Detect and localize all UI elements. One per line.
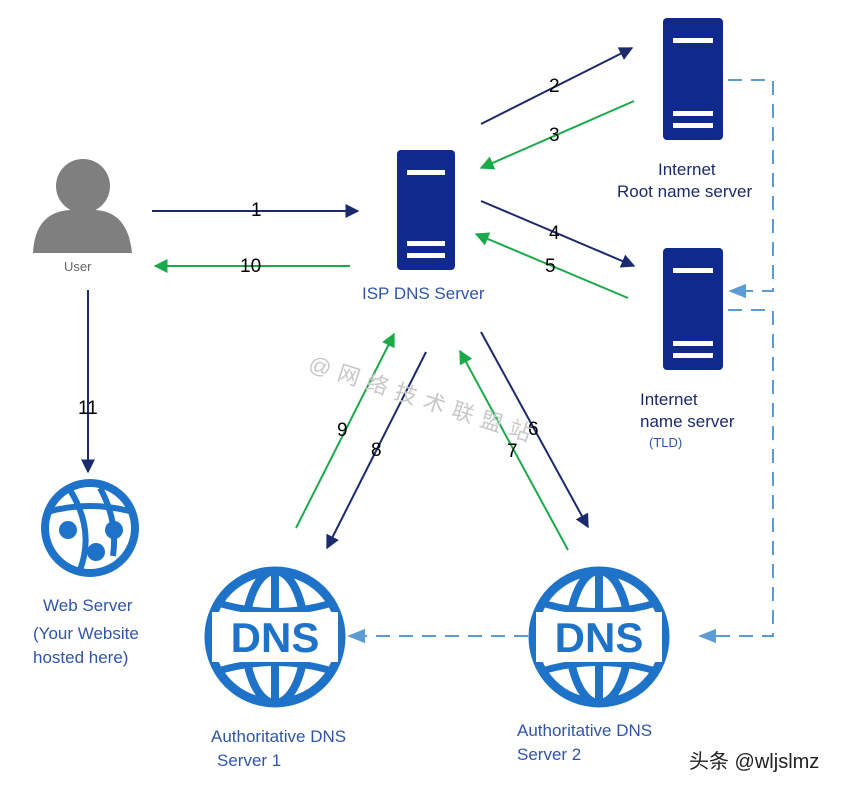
root-to-tld-dashed — [728, 79, 774, 299]
arrow-6 — [480, 331, 589, 529]
referral-lines — [347, 79, 774, 644]
web-server-label-line1: Web Server — [43, 596, 133, 615]
tld-to-auth2-dashed — [698, 309, 774, 644]
isp-server-icon — [397, 150, 455, 270]
user-label: User — [64, 259, 92, 274]
root-server-icon — [663, 18, 723, 140]
web-server-globe-icon — [41, 479, 139, 577]
arrow-9 — [295, 332, 395, 529]
dns-globe-1-text: DNS — [231, 614, 320, 661]
step-label-4: 4 — [549, 223, 560, 244]
step-label-11: 11 — [78, 398, 98, 419]
root-server-label-line2: Root name server — [617, 182, 753, 201]
isp-server-label: ISP DNS Server — [362, 284, 485, 303]
arrow-2 — [480, 47, 634, 125]
arrow-5 — [474, 232, 629, 299]
dns-globe-icon-1: DNS — [204, 566, 346, 708]
credit-text: 头条 @wljslmz — [689, 751, 820, 773]
step-label-9: 9 — [337, 420, 348, 441]
step-label-2: 2 — [549, 76, 560, 97]
request-arrows — [81, 47, 636, 550]
step-label-7: 7 — [507, 441, 518, 462]
tld-server-label-line3: (TLD) — [649, 435, 683, 450]
step-label-5: 5 — [545, 256, 556, 277]
tld-server-label-line1: Internet — [640, 390, 698, 409]
arrow-8 — [326, 351, 427, 550]
auth2-label-line1: Authoritative DNS — [517, 721, 653, 740]
tld-server-label-line2: name server — [640, 412, 735, 431]
response-arrows — [153, 100, 635, 551]
dns-globe-2-text: DNS — [555, 614, 644, 661]
user-icon — [33, 159, 132, 253]
step-label-10: 10 — [240, 256, 262, 277]
step-label-6: 6 — [528, 419, 539, 440]
web-server-label-line2: (Your Website — [33, 624, 139, 643]
step-label-1: 1 — [251, 200, 262, 221]
root-server-label-line1: Internet — [658, 160, 716, 179]
dns-globe-icon-2: DNS — [528, 566, 670, 708]
arrow-3 — [479, 100, 635, 170]
auth2-label-line2: Server 2 — [517, 745, 582, 764]
arrow-4 — [480, 200, 636, 268]
step-label-3: 3 — [549, 125, 560, 146]
step-label-8: 8 — [371, 440, 382, 461]
arrow-7 — [459, 349, 569, 551]
tld-server-icon — [663, 248, 723, 370]
auth1-label-line1: Authoritative DNS — [211, 727, 347, 746]
auth1-label-line2: Server 1 — [217, 751, 282, 770]
web-server-label-line3: hosted here) — [33, 648, 129, 667]
